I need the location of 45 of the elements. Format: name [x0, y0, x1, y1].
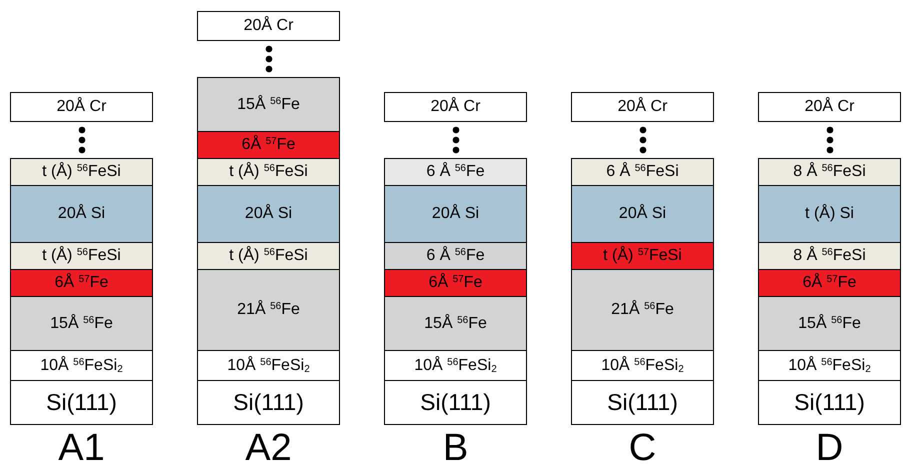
film-layer: 10Å $^{56}$FeSi$_{2}$	[758, 350, 901, 381]
film-layer: 6 Å $^{56}$Fe	[384, 242, 527, 270]
film-layer: t (Å) $^{56}$FeSi	[197, 242, 340, 270]
film-layer: 15Å $^{56}$Fe	[10, 296, 153, 351]
substrate-layer: Si(111)	[758, 380, 901, 425]
film-layer: 10Å $^{56}$FeSi$_{2}$	[571, 350, 714, 381]
substrate-layer: Si(111)	[197, 380, 340, 425]
substrate-layer: Si(111)	[10, 380, 153, 425]
film-layer: 21Å $^{56}$Fe	[197, 269, 340, 351]
film-layer: 10Å $^{56}$FeSi$_{2}$	[384, 350, 527, 381]
cap-layer: 20Å Cr	[758, 92, 901, 122]
film-layer: 20Å Si	[10, 185, 153, 243]
sample-label: A2	[245, 427, 292, 469]
cap-layer: 20Å Cr	[197, 11, 340, 41]
film-layer: 8 Å $^{56}$FeSi	[758, 158, 901, 186]
film-layer: 20Å Si	[197, 185, 340, 243]
film-layer: 15Å $^{56}$Fe	[384, 296, 527, 351]
film-layer: 20Å Si	[384, 185, 527, 243]
sample-label: C	[628, 427, 656, 469]
film-layer: 10Å $^{56}$FeSi$_{2}$	[197, 350, 340, 381]
film-layer: 6Å $^{57}$Fe	[384, 269, 527, 297]
substrate-layer: Si(111)	[571, 380, 714, 425]
cap-layer: 20Å Cr	[571, 92, 714, 122]
sample-label: D	[816, 427, 844, 469]
film-layer: t (Å) $^{56}$FeSi	[197, 158, 340, 186]
film-layer: 20Å Si	[571, 185, 714, 243]
cap-layer: 20Å Cr	[10, 92, 153, 122]
film-layer: 6 Å $^{56}$FeSi	[571, 158, 714, 186]
film-layer: 15Å $^{56}$Fe	[197, 77, 340, 132]
sample-label: B	[442, 427, 468, 469]
film-layer: 10Å $^{56}$FeSi$_{2}$	[10, 350, 153, 381]
film-layer: 6Å $^{57}$Fe	[758, 269, 901, 297]
film-layer: 6Å $^{57}$Fe	[10, 269, 153, 297]
film-layer: 8 Å $^{56}$FeSi	[758, 242, 901, 270]
cap-layer: 20Å Cr	[384, 92, 527, 122]
film-layer: 6 Å $^{56}$Fe	[384, 158, 527, 186]
substrate-layer: Si(111)	[384, 380, 527, 425]
film-layer: 6Å $^{57}$Fe	[197, 131, 340, 159]
film-layer: 15Å $^{56}$Fe	[758, 296, 901, 351]
film-layer: t (Å) $^{56}$FeSi	[10, 158, 153, 186]
sample-label: A1	[58, 427, 105, 469]
film-layer: t (Å) $^{57}$FeSi	[571, 242, 714, 270]
film-layer: t (Å) $^{56}$FeSi	[10, 242, 153, 270]
film-layer: 21Å $^{56}$Fe	[571, 269, 714, 351]
film-layer: t (Å) Si	[758, 185, 901, 243]
